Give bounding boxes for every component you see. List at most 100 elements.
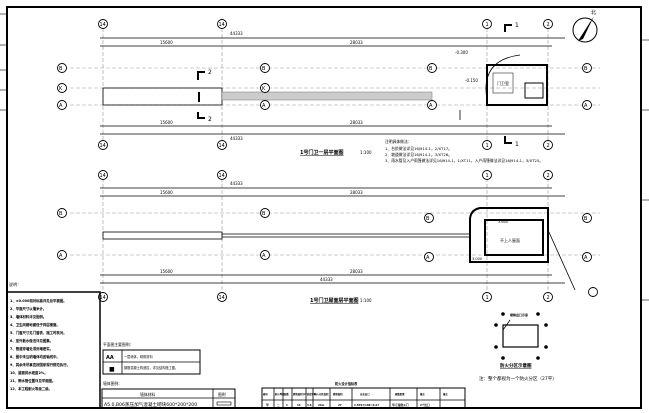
drawing-text: 1、台阶做法详见16J914-1，2/XT17。 bbox=[385, 146, 452, 151]
drawing-text: 甲 bbox=[266, 403, 269, 407]
fire-table: 防火设计指标表 编号 耐火等级 层数 建筑面积(m²) 高度(m) 防火分区面积… bbox=[261, 381, 466, 409]
drawing-text: 防火设计指标表 bbox=[335, 381, 358, 386]
plan1-title: 1号门卫一层平面图 bbox=[300, 149, 343, 156]
drawing-text: 5、门窗尺寸见门窗表，施工时核对。 bbox=[10, 330, 67, 335]
drawing-text: 1 bbox=[486, 295, 489, 301]
drawing-text: 1 bbox=[486, 22, 489, 28]
drawing-text: 2、坡道做法详见16J914-1，3/XT26。 bbox=[385, 152, 452, 157]
drawing-text: 防火分区面积 bbox=[314, 392, 329, 396]
drawing-text: 14 bbox=[219, 295, 225, 301]
drawing-text: A bbox=[429, 103, 433, 109]
plan2-title: 1号门卫屋面层平面图 bbox=[310, 297, 358, 304]
drawing-text: 层数 bbox=[283, 392, 289, 396]
drawing-text: 3.6 bbox=[307, 403, 312, 407]
drawing-text: 防火分区示意图 bbox=[500, 362, 532, 369]
plan-notes: 注明具体做法： 1、台阶做法详见16J914-1，2/XT17。 2、坡道做法详… bbox=[385, 139, 543, 163]
drawing-text: 3.600 bbox=[498, 220, 508, 224]
section-mark: 2 bbox=[208, 116, 212, 123]
axis-bubbles-roof: 14 14 1 2 14 14 1 2 B A B A B A B A bbox=[57, 170, 592, 302]
drawing-text: 1.5P27/100=0.27 bbox=[354, 403, 379, 407]
drawing-text: B bbox=[262, 211, 266, 217]
drawing-text: 27 bbox=[338, 403, 342, 407]
drawing-text: B bbox=[262, 66, 266, 72]
drawing-text: 14 bbox=[297, 403, 301, 407]
drawing-text: B bbox=[584, 66, 588, 72]
gatehouse-room bbox=[486, 64, 548, 106]
drawing-text: 1 bbox=[486, 143, 489, 149]
drawing-text: 楼梯出口示意 bbox=[510, 312, 528, 317]
section-mark: 1 bbox=[515, 141, 519, 148]
drawing-text: B bbox=[429, 66, 433, 72]
dim-left-bottom: 15600 bbox=[160, 120, 173, 125]
drawing-text: A bbox=[584, 255, 588, 261]
legend: 平面图主要图例： AA 一层墙体，砌筑材料 ■ 钢筋混凝土构造柱，详见结构施工图… bbox=[101, 342, 236, 409]
dim-total: 44333 bbox=[230, 31, 243, 36]
drawing-text: 安全出口 bbox=[360, 392, 370, 396]
drawing-text: A bbox=[262, 253, 266, 259]
plan2-scale: 1:100 bbox=[360, 298, 372, 303]
plan-2: 不上人屋面 3.600 3.000 44333 15600 28033 1560… bbox=[57, 170, 600, 304]
drawing-text: 1 bbox=[286, 403, 288, 407]
drawing-text: ■ bbox=[109, 366, 115, 373]
drawing-text: B bbox=[59, 211, 63, 217]
fire-zone-diagram: 楼梯出口示意 防火分区示意图 注：整个都视为一个防火分区（27平） bbox=[479, 312, 557, 382]
drawing-text: 6、室外散水做法详见图集。 bbox=[10, 338, 53, 343]
drawing-text: A bbox=[59, 253, 63, 259]
drawing-text: 注明具体做法： bbox=[385, 139, 412, 144]
drawing-text: B bbox=[584, 216, 588, 222]
drawing-text: 14 bbox=[100, 22, 106, 28]
drawing-text: 建筑面积 bbox=[332, 392, 343, 396]
drawing-text: 44333 bbox=[230, 181, 243, 186]
drawing-text: 注：整个都视为一个防火分区（27平） bbox=[479, 375, 557, 382]
drawing-text: 备注 bbox=[442, 392, 448, 396]
drawing-text: 二 bbox=[277, 403, 280, 407]
plan-1: 门卫室 44333 15600 28033 15600 28033 44333 … bbox=[57, 9, 600, 163]
drawing-text: 2 bbox=[547, 173, 550, 179]
drawing-text: 14 bbox=[100, 295, 106, 301]
drawing-text: 2 bbox=[547, 22, 550, 28]
drawing-text: 墙体材料 bbox=[140, 392, 155, 397]
axis-bubbles: 14 14 1 2 14 14 1 2 B K A B K A B A B A bbox=[57, 19, 592, 150]
drawing-text: 墙体图例： bbox=[103, 381, 122, 386]
level-tag: -0.300 bbox=[455, 50, 468, 55]
drawing-text: 2个出口 bbox=[420, 403, 430, 407]
pavement-hatch bbox=[221, 91, 433, 101]
drawing-text: 14 bbox=[100, 173, 106, 179]
drawing-text: K bbox=[262, 86, 266, 92]
drawing-text: 建筑面积(m²) bbox=[292, 392, 308, 396]
drawing-text: 12、本工程耐火等级二级。 bbox=[10, 386, 52, 391]
drawing-text: 44333 bbox=[320, 277, 333, 282]
drawing-text: B bbox=[426, 216, 430, 222]
drawing-text: 备注 bbox=[419, 392, 425, 396]
drawing-text: 14 bbox=[219, 143, 225, 149]
notes-box: 说明： 1、±0.000相对标高详见总平面图。 2、平面尺寸以毫米计。 3、墙体… bbox=[6, 281, 101, 409]
drawing-text: 15600 bbox=[160, 269, 173, 274]
drawing-text: 一层墙体，砌筑材料 bbox=[124, 354, 153, 359]
drawing-text: 2 bbox=[547, 143, 550, 149]
drawing-text: 疏散距离 bbox=[395, 392, 405, 396]
drawing-text: 14 bbox=[219, 22, 225, 28]
north-arrow-icon: 北 bbox=[572, 9, 598, 43]
drawing-text: 11、雨水管位置详见平面图。 bbox=[10, 378, 55, 383]
drawing-text: 15600 bbox=[160, 190, 173, 195]
room-label: 门卫室 bbox=[497, 80, 509, 86]
drawing-text: 2 bbox=[547, 295, 550, 301]
section-mark: 2 bbox=[208, 69, 212, 76]
drawing-text: K bbox=[59, 86, 63, 92]
drawing-text: 1、±0.000相对标高详见总平面图。 bbox=[10, 298, 67, 303]
drawing-text: A5.0,B06蒸压加气混凝土砌块600*200*200 bbox=[104, 401, 197, 408]
drawing-text: 北 bbox=[591, 9, 596, 16]
dim-left: 15600 bbox=[160, 40, 173, 45]
drawing-text: B bbox=[59, 66, 63, 72]
dim-right: 28033 bbox=[350, 40, 363, 45]
drawing-text: 3、墙体材料详见图例。 bbox=[10, 314, 46, 319]
drawing-text: 钢筋混凝土构造柱，详见结构施工图。 bbox=[124, 365, 178, 370]
dim-right-bottom: 28033 bbox=[350, 120, 363, 125]
drawing-text: A bbox=[584, 103, 588, 109]
drawing-text: 甲/乙级防火门 bbox=[392, 403, 409, 407]
level-tag: -0.150 bbox=[465, 78, 478, 83]
drawing-text: A bbox=[426, 255, 430, 261]
drawing-text: 9、其余未尽事宜按国家现行规范执行。 bbox=[10, 362, 70, 367]
drawing-text: 4、卫生间楼地面低于同层楼面。 bbox=[10, 322, 60, 327]
